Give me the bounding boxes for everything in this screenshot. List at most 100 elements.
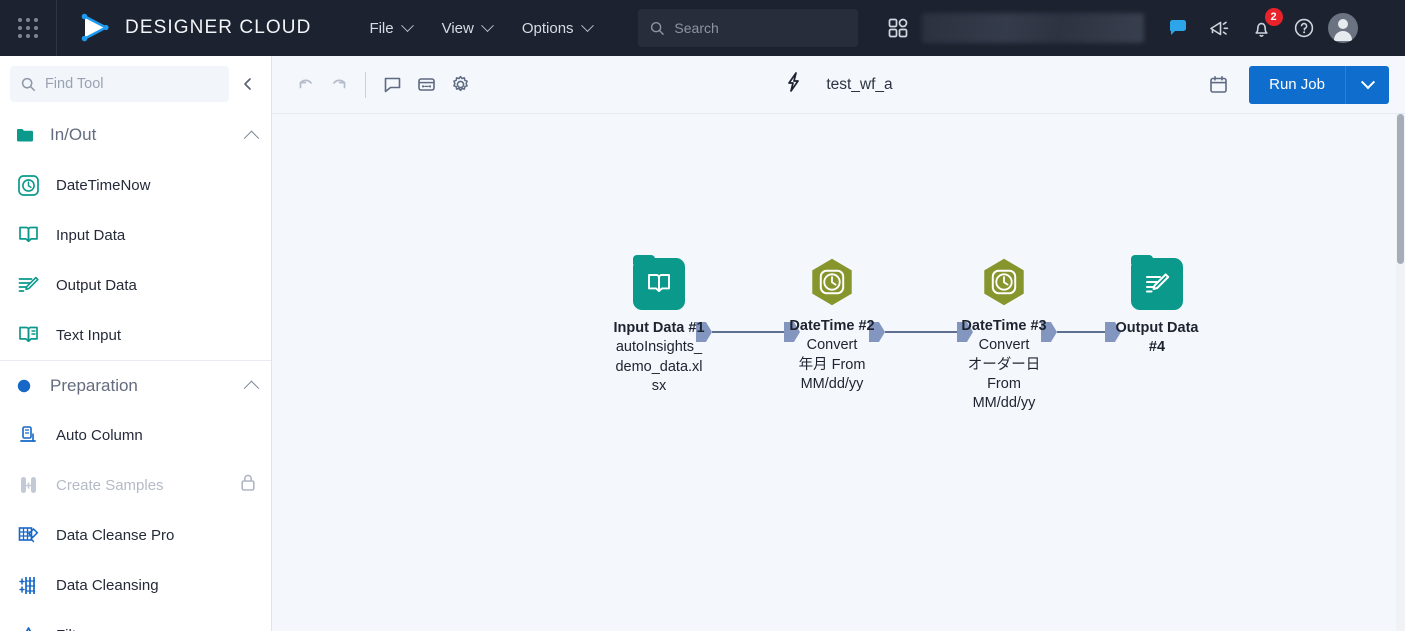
node-icon [978, 256, 1030, 308]
chevron-left-icon [244, 78, 251, 90]
comment-button[interactable] [375, 68, 409, 102]
brand[interactable]: DESIGNER CLOUD [57, 11, 311, 45]
tool-item-label: Text Input [56, 326, 122, 344]
container-button[interactable] [409, 68, 443, 102]
node-sub-line: MM/dd/yy [972, 395, 1036, 412]
chevron-up-icon [243, 380, 260, 397]
grid-brush-icon [16, 523, 40, 547]
workflow-title[interactable]: test_wf_a [826, 75, 893, 93]
document-pencil-icon [1131, 255, 1183, 310]
node-sub-line: 年月 From [798, 356, 866, 373]
find-tool-box[interactable] [10, 66, 229, 102]
category-in-out[interactable]: In/Out [0, 110, 271, 160]
user-avatar[interactable] [1327, 13, 1358, 43]
app-grid-icon[interactable] [0, 0, 56, 56]
folder-icon [16, 127, 42, 143]
canvas-scrollbar-thumb[interactable] [1397, 114, 1404, 264]
main-menu: File View Options [357, 13, 603, 44]
tool-item-label: Data Cleansing [56, 576, 159, 594]
node-sub-line: Convert [978, 337, 1030, 354]
canvas-node-input-data-1[interactable]: Input Data #1 autoInsights_ demo_data.xl… [605, 255, 713, 396]
search-icon [21, 77, 36, 91]
tool-item-label: Data Cleanse Pro [56, 526, 175, 544]
search-input[interactable] [674, 20, 846, 36]
tool-item-label: Input Data [56, 226, 126, 244]
output-anchor-icon [1041, 322, 1057, 342]
tool-item-label: Output Data [56, 276, 137, 294]
canvas-node-output-data-4[interactable]: Output Data #4 [1103, 255, 1211, 358]
schedule-button[interactable] [1201, 68, 1235, 102]
comment-icon [384, 77, 400, 93]
tool-palette-sidebar: In/Out DateTimeNow [0, 56, 272, 631]
node-title: DateTime #2 [789, 318, 875, 334]
tool-item-output-data[interactable]: Output Data [0, 260, 271, 310]
menu-options[interactable]: Options [510, 13, 604, 44]
settings-button[interactable] [443, 68, 477, 102]
category-preparation[interactable]: Preparation [0, 360, 271, 410]
connection-input-to-datetime2[interactable] [696, 322, 800, 342]
sidebar-collapse-button[interactable] [235, 69, 261, 99]
canvas-scrollbar-track[interactable] [1396, 114, 1405, 631]
undo-button[interactable] [288, 68, 322, 102]
help-circle-icon[interactable] [1292, 16, 1316, 40]
redacted-field [921, 13, 1144, 43]
megaphone-icon[interactable] [1208, 16, 1232, 40]
tool-item-data-cleanse-pro[interactable]: Data Cleanse Pro [0, 510, 271, 560]
tool-item-input-data[interactable]: Input Data [0, 210, 271, 260]
search-icon [650, 21, 664, 35]
menu-options-label: Options [521, 19, 574, 37]
tool-item-create-samples[interactable]: Create Samples [0, 460, 271, 510]
workflow-area: test_wf_a Run Job [272, 56, 1405, 631]
workflow-toolbar: test_wf_a Run Job [272, 56, 1405, 114]
global-search[interactable] [637, 9, 858, 47]
lock-icon [239, 473, 257, 497]
circle-icon [16, 378, 42, 394]
input-anchor-icon [1105, 322, 1121, 342]
tool-list: In/Out DateTimeNow [0, 110, 271, 631]
connection-line [712, 331, 784, 333]
node-title: Output Data [1115, 320, 1199, 336]
tool-item-label: Filter [56, 627, 89, 631]
node-sub-line: sx [651, 377, 667, 394]
tool-item-text-input[interactable]: Text Input [0, 310, 271, 360]
category-in-out-label: In/Out [50, 125, 97, 144]
tool-item-data-cleansing[interactable]: Data Cleansing [0, 560, 271, 610]
app-body: In/Out DateTimeNow [0, 56, 1405, 631]
brand-name: DESIGNER CLOUD [125, 17, 312, 38]
menu-view[interactable]: View [430, 13, 504, 44]
node-sub-line: demo_data.xl [615, 358, 703, 375]
redo-button[interactable] [322, 68, 356, 102]
book-text-icon [16, 323, 40, 347]
tool-item-filter[interactable]: Filter [0, 610, 271, 631]
node-icon [633, 255, 685, 310]
canvas-node-datetime-2[interactable]: DateTime #2 Convert 年月 From MM/dd/yy [778, 256, 886, 394]
find-tool-row [0, 56, 271, 110]
run-job-button[interactable]: Run Job [1249, 65, 1345, 104]
node-label: DateTime #3 Convert オーダー日 From MM/dd/yy [961, 317, 1046, 413]
tool-item-datetimenow[interactable]: DateTimeNow [0, 160, 271, 210]
canvas-node-datetime-3[interactable]: DateTime #3 Convert オーダー日 From MM/dd/yy [950, 256, 1058, 413]
run-job-dropdown-button[interactable] [1345, 65, 1389, 104]
node-icon [1131, 255, 1183, 310]
workflow-canvas[interactable]: Input Data #1 autoInsights_ demo_data.xl… [272, 114, 1405, 631]
toolbar-right: Run Job [1201, 65, 1389, 104]
find-tool-input[interactable] [44, 76, 218, 92]
chat-bubble-icon[interactable] [1166, 16, 1190, 40]
chevron-down-icon [400, 18, 414, 32]
tool-item-label: Create Samples [56, 476, 164, 494]
grid-squares-icon[interactable] [888, 18, 908, 38]
chevron-up-icon [243, 130, 260, 146]
bell-icon[interactable]: 2 [1250, 8, 1283, 40]
node-sub-line: #4 [1148, 339, 1166, 356]
connection-datetime3-to-output[interactable] [1041, 322, 1121, 342]
node-label: Output Data #4 [1116, 319, 1199, 358]
container-icon [417, 78, 435, 91]
node-sub-line: autoInsights_ [615, 339, 703, 356]
connection-datetime2-to-datetime3[interactable] [869, 322, 973, 342]
clock-icon [984, 258, 1024, 306]
menu-file[interactable]: File [357, 13, 423, 44]
tool-item-auto-column[interactable]: Auto Column [0, 410, 271, 460]
node-title: Input Data #1 [613, 320, 705, 336]
top-header: DESIGNER CLOUD File View Options [0, 0, 1405, 56]
chevron-down-icon [1360, 74, 1375, 89]
